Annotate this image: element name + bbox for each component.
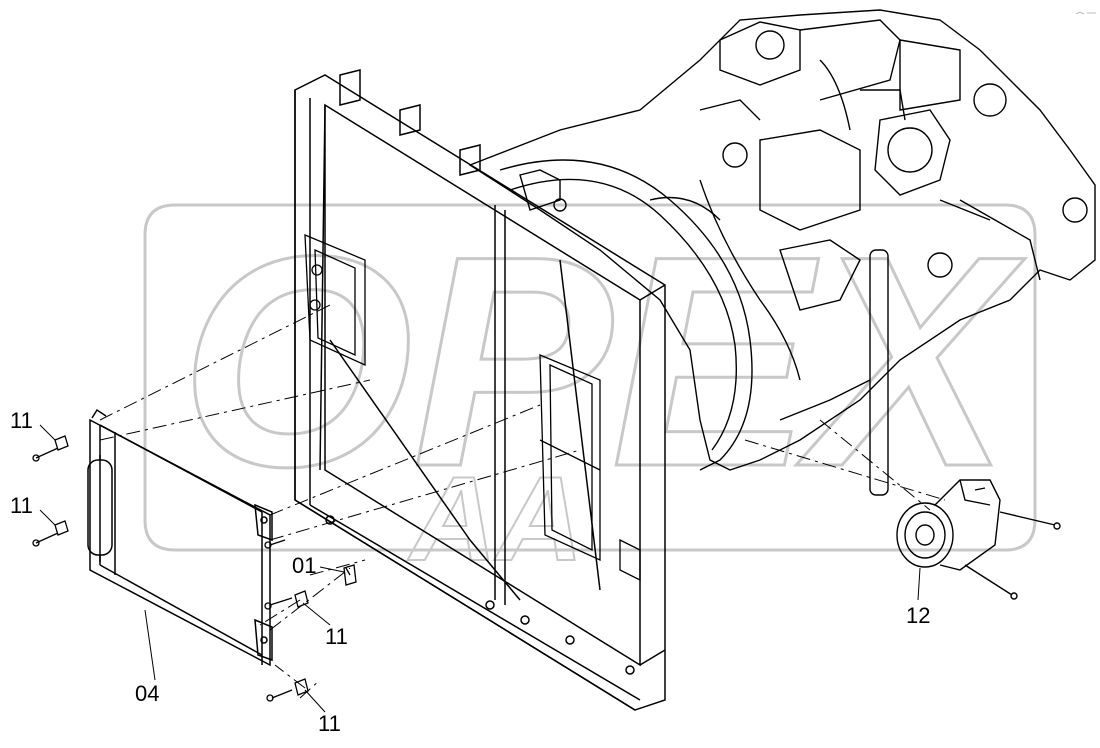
radiator-frame [294,69,666,711]
condenser-04 [87,408,273,667]
fan-shroud [499,159,753,471]
callout-04: 04 [135,681,160,706]
callout-leaders [39,424,921,713]
callout-11-bottom: 11 [318,711,341,736]
watermark: OPEX AA [143,192,1037,587]
clip-01 [343,564,357,586]
callout-11-right: 11 [325,624,348,649]
frame-brackets [304,234,641,582]
callout-01: 01 [292,553,317,578]
callout-11-middle: 11 [10,493,33,518]
engine-assembly [468,9,1096,496]
compressor-12 [896,479,1061,600]
dashed-leader-lines [99,304,946,699]
callout-11-upper: 11 [10,408,33,433]
callout-12: 12 [906,603,931,628]
corner-mark [1074,4,1098,15]
